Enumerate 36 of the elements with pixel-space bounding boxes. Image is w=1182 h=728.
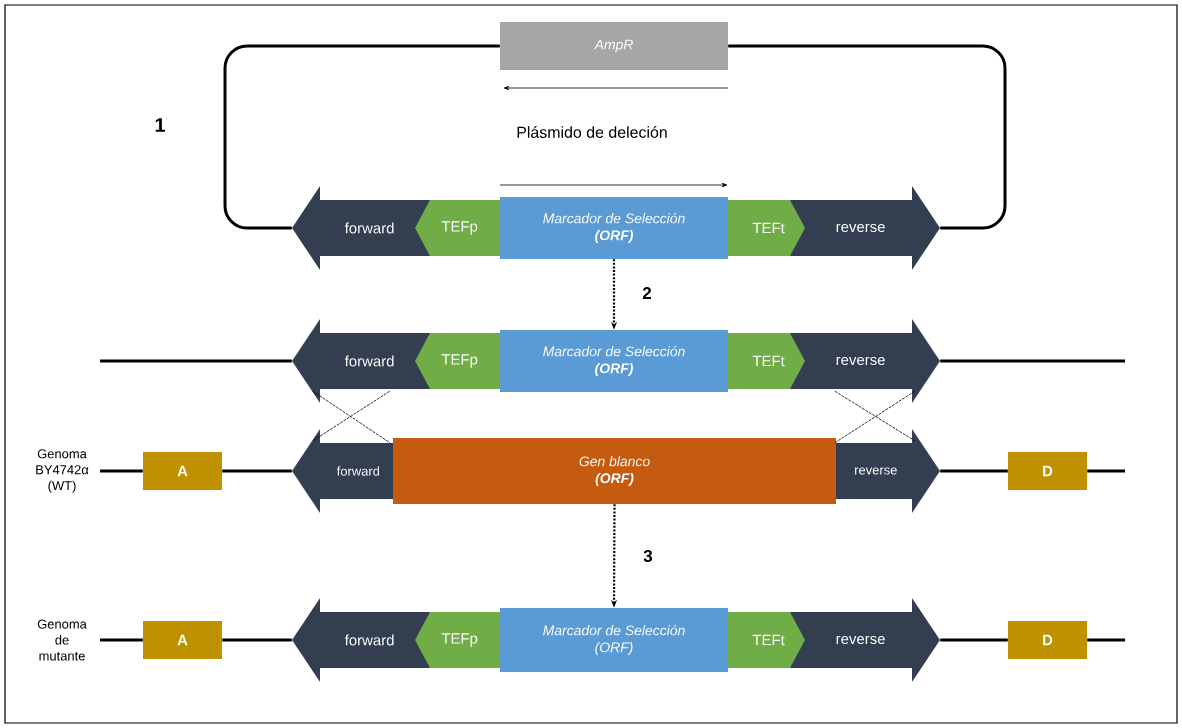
homology-region: reverse: [790, 598, 940, 682]
plasmid-label: Plásmido de deleción: [517, 126, 667, 138]
gene-box: Gen blanco (ORF): [393, 438, 836, 504]
homology-region: forward: [292, 598, 430, 682]
edge-label: 2: [641, 286, 653, 300]
gene-box: D: [1008, 452, 1087, 490]
dna-line: [100, 469, 143, 473]
homology-region: forward: [292, 186, 430, 270]
dna-line: [222, 638, 292, 642]
dna-line: [222, 469, 292, 473]
dna-line: [940, 359, 1125, 363]
gene-box: Marcador de Selección (ORF): [500, 608, 728, 672]
homology-region: forward: [292, 319, 430, 403]
dna-line: [1087, 469, 1125, 473]
genome-label: Genoma de mutante: [37, 619, 87, 661]
promoter-pentagon: TEFp: [415, 333, 500, 389]
homology-region: reverse: [790, 319, 940, 403]
promoter-pentagon: TEFp: [415, 200, 500, 256]
gene-box: AmpR: [500, 22, 728, 70]
gene-box: A: [143, 621, 222, 659]
dna-line: [940, 638, 1008, 642]
genome-label: Genoma BY4742α (WT): [36, 449, 89, 493]
dna-line: [940, 469, 1008, 473]
homology-region: reverse: [790, 186, 940, 270]
gene-box: A: [143, 452, 222, 490]
dna-line: [223, 44, 500, 230]
promoter-pentagon: TEFp: [415, 612, 500, 668]
gene-box: Marcador de Selección (ORF): [500, 330, 728, 392]
gene-box: D: [1008, 621, 1087, 659]
step-number: 1: [155, 118, 165, 132]
dna-line: [100, 359, 292, 363]
dna-line: [728, 44, 1007, 230]
dna-line: [1087, 638, 1125, 642]
edge-label: 3: [642, 549, 654, 563]
gene-box: Marcador de Selección (ORF): [500, 197, 728, 259]
dna-line: [100, 638, 143, 642]
